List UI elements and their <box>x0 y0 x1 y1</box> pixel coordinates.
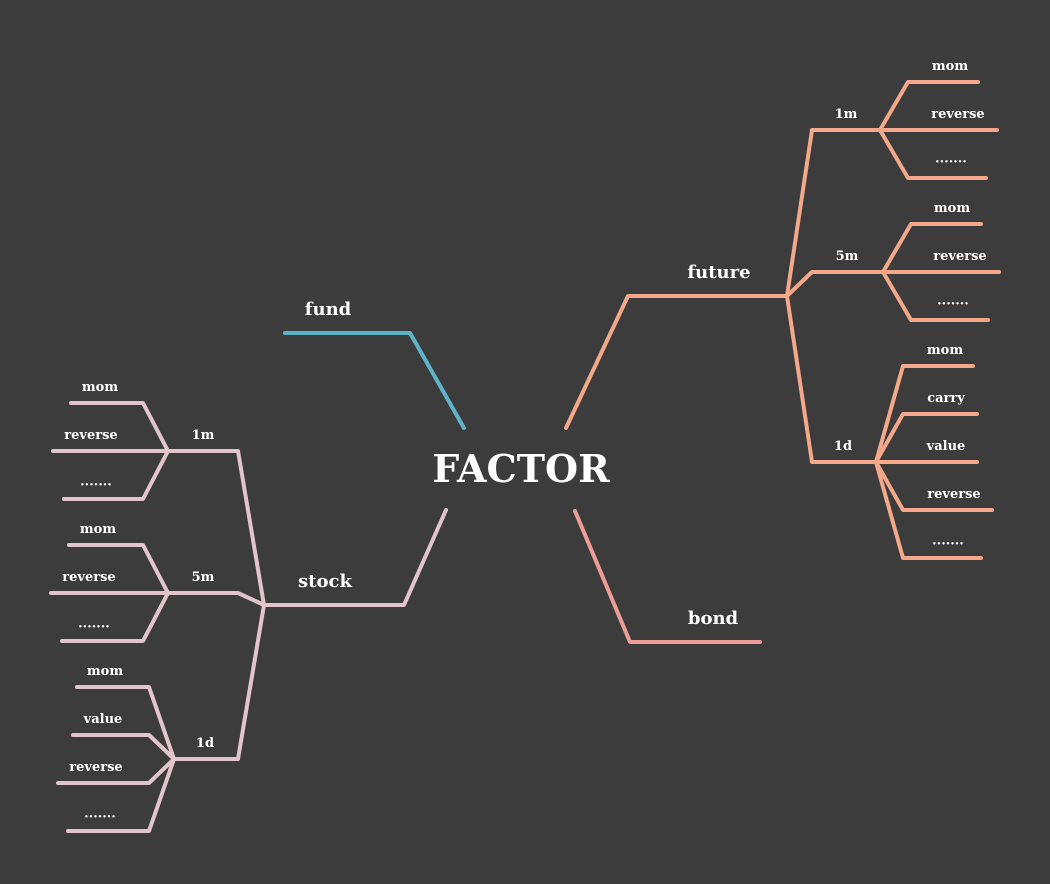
future-5m-line <box>785 270 885 298</box>
bond-branch-line <box>573 509 762 644</box>
stock-1d-leaf-reverse: reverse <box>69 760 122 775</box>
stock-5m-line <box>166 591 266 607</box>
future-1m-leaf-more: ······· <box>935 155 967 170</box>
future-1d-leaf-mom: mom <box>927 343 963 358</box>
stock-1d-leaf-mom: mom <box>87 664 123 679</box>
stock-1m-leaf-reverse: reverse <box>64 428 117 443</box>
center-topic: FACTOR <box>432 446 610 491</box>
future-1d-leaf-more: ······· <box>932 537 964 552</box>
future-5m-leaf-line <box>881 270 990 322</box>
future-1d-leaf-reverse: reverse <box>927 487 980 502</box>
stock-1m-leaf-more: ······· <box>80 478 112 493</box>
stock-branch: stock 1m mom reverse ······· 5m mom reve… <box>49 380 448 833</box>
stock-branch-line <box>262 508 448 607</box>
future-1d-leaf-line <box>874 460 994 512</box>
future-5m-leaf-more: ······· <box>937 297 969 312</box>
stock-5m-leaf-more: ······· <box>78 620 110 635</box>
bond-label: bond <box>688 608 739 629</box>
fund-label: fund <box>305 299 352 320</box>
future-1m-leaf-line <box>878 128 988 180</box>
future-5m-leaf-line <box>881 222 983 274</box>
future-1d-leaf-carry: carry <box>927 391 965 406</box>
future-branch: future 1m mom reverse ······· 5m mom rev… <box>564 59 1001 560</box>
stock-1d-leaf-line <box>71 733 176 761</box>
stock-1d-leaf-line <box>56 757 176 785</box>
future-1d-line <box>785 294 878 464</box>
future-1d-leaf-line <box>874 412 979 464</box>
future-5m-leaf-reverse: reverse <box>933 249 986 264</box>
stock-1d-leaf-value: value <box>83 712 123 727</box>
stock-1m-leaf-mom: mom <box>82 380 118 395</box>
future-1m-line <box>785 128 882 298</box>
stock-1d-line <box>172 603 266 761</box>
stock-1m-label: 1m <box>192 428 215 443</box>
future-1d-leaf-line <box>874 364 975 464</box>
future-1m-leaf-reverse: reverse <box>931 107 984 122</box>
fund-branch-line <box>283 331 466 430</box>
stock-1d-leaf-line <box>75 685 176 761</box>
future-label: future <box>687 262 750 283</box>
future-1d-label: 1d <box>834 439 852 454</box>
stock-5m-label: 5m <box>192 570 215 585</box>
stock-label: stock <box>298 571 352 592</box>
future-1d-leaf-value: value <box>926 439 966 454</box>
stock-1d-leaf-more: ······· <box>84 810 116 825</box>
future-branch-line <box>564 294 789 430</box>
future-1m-leaf-line <box>878 80 980 132</box>
future-1m-label: 1m <box>835 107 858 122</box>
stock-1m-leaf-line <box>69 401 170 453</box>
stock-5m-leaf-mom: mom <box>80 522 116 537</box>
future-5m-leaf-mom: mom <box>934 201 970 216</box>
stock-5m-leaf-line <box>60 591 170 643</box>
stock-1d-leaf-line <box>66 757 176 833</box>
future-5m-label: 5m <box>836 249 859 264</box>
future-1m-leaf-mom: mom <box>932 59 968 74</box>
stock-5m-leaf-line <box>67 543 170 595</box>
stock-5m-leaf-reverse: reverse <box>62 570 115 585</box>
stock-1m-leaf-line <box>62 449 170 501</box>
stock-1d-label: 1d <box>196 736 214 751</box>
stock-1m-line <box>166 449 266 607</box>
future-1d-leaf-line <box>874 460 983 560</box>
